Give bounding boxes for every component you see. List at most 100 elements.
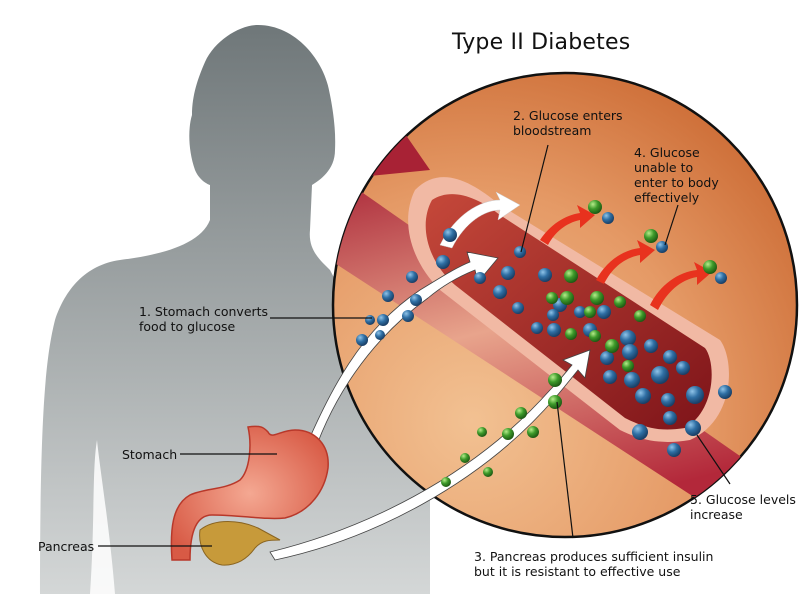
glucose-particle — [514, 246, 526, 258]
label-step2: 2. Glucose enters bloodstream — [513, 108, 623, 138]
glucose-particle — [547, 323, 561, 337]
glucose-particle — [436, 255, 450, 269]
insulin-particle — [605, 339, 619, 353]
glucose-particle — [402, 310, 414, 322]
label-step4-line2: unable to — [634, 160, 694, 175]
red-arrow-3 — [650, 262, 712, 310]
insulin-particle — [564, 269, 578, 283]
arrow-into-vessel — [439, 191, 521, 249]
label-step3-line2: but it is resistant to effective use — [474, 564, 681, 579]
insulin-particle — [703, 260, 717, 274]
glucose-particle — [651, 366, 669, 384]
glucose-particle — [685, 420, 701, 436]
arrow-pancreas-to-vessel — [269, 349, 591, 561]
insulin-particle — [560, 291, 574, 305]
glucose-particle — [377, 314, 389, 326]
insulin-particle — [622, 360, 634, 372]
insulin-particle — [515, 407, 527, 419]
label-step3: 3. Pancreas produces sufficient insulin … — [474, 549, 713, 579]
insulin-particle — [460, 453, 470, 463]
label-step2-line1: 2. Glucose enters — [513, 108, 623, 123]
label-step1-line2: food to glucose — [139, 319, 236, 334]
insulin-particle — [548, 395, 562, 409]
insulin-particle — [527, 426, 539, 438]
glucose-particle — [667, 443, 681, 457]
label-step4-line3: enter to body — [634, 175, 719, 190]
glucose-particle — [410, 294, 422, 306]
label-step5: 5. Glucose levels increase — [690, 492, 796, 522]
glucose-particle — [600, 351, 614, 365]
label-step4-line4: effectively — [634, 190, 700, 205]
glucose-particle — [356, 334, 368, 346]
label-step3-line1: 3. Pancreas produces sufficient insulin — [474, 549, 714, 564]
stomach — [170, 425, 329, 561]
insulin-particle — [477, 427, 487, 437]
insulin-particle — [588, 200, 602, 214]
red-arrows — [540, 205, 712, 310]
insulin-particle — [441, 477, 451, 487]
label-step5-line2: increase — [690, 507, 743, 522]
glucose-particle — [622, 344, 638, 360]
glucose-particle — [624, 372, 640, 388]
glucose-particle — [493, 285, 507, 299]
glucose-particle — [602, 212, 614, 224]
glucose-particle — [474, 272, 486, 284]
glucose-particle — [676, 361, 690, 375]
insulin-particle — [634, 310, 646, 322]
insulin-particle — [590, 291, 604, 305]
leader-step5 — [696, 434, 731, 485]
glucose-particle — [718, 385, 732, 399]
particles — [210, 200, 732, 562]
glucose-particle — [715, 272, 727, 284]
leader-step4 — [664, 204, 679, 246]
leader-step2 — [520, 144, 549, 253]
label-step5-line1: 5. Glucose levels — [690, 492, 796, 507]
insulin-particle — [584, 306, 596, 318]
glucose-particle — [603, 370, 617, 384]
pancreas — [199, 521, 281, 566]
label-step4-line1: 4. Glucose — [634, 145, 700, 160]
glucose-particle — [597, 305, 611, 319]
diagram-title: Type II Diabetes — [452, 30, 631, 55]
arm-gap — [90, 440, 115, 594]
glucose-particle — [501, 266, 515, 280]
insulin-particle — [546, 292, 558, 304]
insulin-particle — [644, 229, 658, 243]
glucose-particle — [443, 228, 457, 242]
label-pancreas: Pancreas — [38, 539, 95, 554]
glucose-particle — [620, 330, 636, 346]
glucose-particle — [531, 322, 543, 334]
human-silhouette — [40, 25, 430, 594]
glucose-particle — [635, 388, 651, 404]
glucose-particle — [661, 393, 675, 407]
label-step1-line1: 1. Stomach converts — [139, 304, 269, 319]
glucose-particle — [538, 268, 552, 282]
glucose-particle — [663, 411, 677, 425]
insulin-particle — [483, 467, 493, 477]
glucose-particle — [686, 386, 704, 404]
glucose-particle — [574, 306, 586, 318]
glucose-particle — [375, 330, 385, 340]
insulin-particle — [502, 428, 514, 440]
insulin-particle — [565, 328, 577, 340]
label-step2-line2: bloodstream — [513, 123, 592, 138]
label-step1: 1. Stomach converts food to glucose — [139, 304, 268, 334]
leader-lines — [98, 144, 731, 547]
glucose-particle — [382, 290, 394, 302]
red-arrow-2 — [596, 240, 655, 284]
glucose-particle — [644, 339, 658, 353]
vessel-lumen — [425, 194, 712, 430]
glucose-particle — [632, 424, 648, 440]
insulin-particle — [614, 296, 626, 308]
red-arrow-1 — [540, 205, 595, 245]
label-step4: 4. Glucose unable to enter to body effec… — [634, 145, 719, 205]
insulin-particle — [589, 330, 601, 342]
glucose-particle — [406, 271, 418, 283]
glucose-particle — [512, 302, 524, 314]
label-stomach: Stomach — [122, 447, 178, 462]
insulin-particle — [548, 373, 562, 387]
glucose-particle — [365, 315, 375, 325]
glucose-particle — [547, 309, 559, 321]
